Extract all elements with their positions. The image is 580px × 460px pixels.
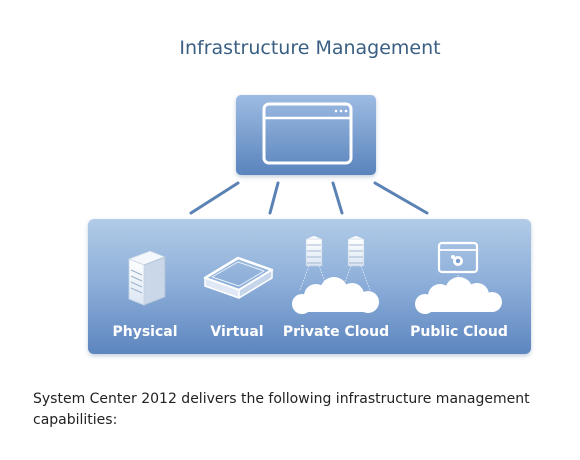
label-private-cloud: Private Cloud [283,324,389,340]
private-cloud-icon [292,236,379,314]
connector-line [331,181,344,215]
management-console-icon [262,102,353,165]
connector-line [189,181,240,215]
physical-server-icon [127,250,167,306]
label-virtual: Virtual [210,324,263,340]
infrastructure-diagram: Physical Virtual Private Cloud Public Cl… [88,95,531,354]
connector-line [268,181,280,215]
public-cloud-icon [415,241,502,314]
connector-line [373,181,429,215]
connector-lines [189,181,429,215]
top-node [236,95,376,175]
diagram-title: Infrastructure Management [179,37,441,59]
label-physical: Physical [112,324,177,340]
label-public-cloud: Public Cloud [410,324,508,340]
caption-text: System Center 2012 delivers the followin… [33,391,530,428]
virtual-server-icon [203,256,274,299]
